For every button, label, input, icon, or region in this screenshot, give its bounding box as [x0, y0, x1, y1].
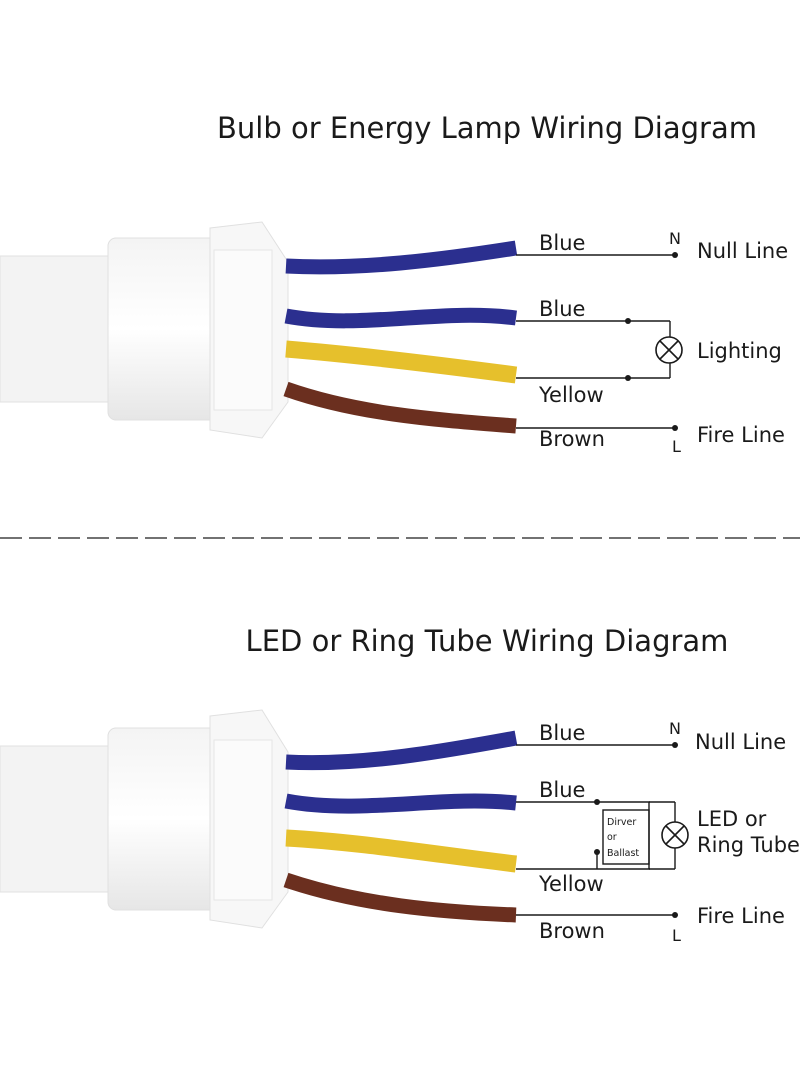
wire-group [283, 730, 518, 923]
fire-line-label: Fire Line [697, 423, 785, 447]
wire-label-blue: Blue [539, 231, 585, 255]
fire-marker: L [672, 926, 681, 945]
fire-marker: L [672, 437, 681, 456]
null-line-label: Null Line [697, 239, 788, 263]
null-marker: N [669, 719, 681, 738]
load-label: Lighting [697, 339, 782, 363]
driver-box-label: Dirver [607, 817, 636, 828]
wire-label-blue: Blue [539, 778, 585, 802]
wire-brown [283, 381, 517, 434]
wire-blue-1 [285, 730, 518, 771]
circuit-lines [516, 742, 678, 918]
driver-ballast-box: Dirver or Ballast [602, 801, 676, 870]
fire-line-label: Fire Line [697, 904, 785, 928]
diagram-title: Bulb or Energy Lamp Wiring Diagram [217, 111, 757, 145]
wire-label-blue: Blue [539, 721, 585, 745]
wire-blue-2 [284, 793, 517, 814]
wire-label-yellow: Yellow [538, 383, 604, 407]
wire-label-brown: Brown [539, 919, 605, 943]
wire-brown [283, 872, 517, 923]
driver-box-label: Ballast [607, 848, 639, 859]
wire-group [283, 240, 518, 434]
wire-blue-2 [284, 307, 517, 329]
lamp-icon [661, 821, 689, 849]
led-wiring-diagram: LED or Ring Tube Wiring Diagram Blue Blu… [0, 624, 800, 945]
wire-yellow [285, 340, 518, 384]
circuit-lines [516, 252, 678, 431]
null-marker: N [669, 229, 681, 248]
connector-plug [0, 221, 289, 439]
diagram-title: LED or Ring Tube Wiring Diagram [246, 624, 729, 658]
connector-plug [0, 709, 289, 929]
load-label: LED or [697, 807, 767, 831]
wire-label-blue: Blue [539, 297, 585, 321]
load-label: Ring Tube [697, 833, 800, 857]
bulb-wiring-diagram: Bulb or Energy Lamp Wiring Diagram Blue … [0, 111, 788, 456]
wire-yellow [285, 829, 517, 873]
wire-label-yellow: Yellow [538, 872, 604, 896]
wire-label-brown: Brown [539, 427, 605, 451]
wire-blue-1 [285, 240, 518, 275]
lamp-icon [655, 336, 683, 364]
null-line-label: Null Line [695, 730, 786, 754]
driver-box-label: or [607, 832, 617, 843]
